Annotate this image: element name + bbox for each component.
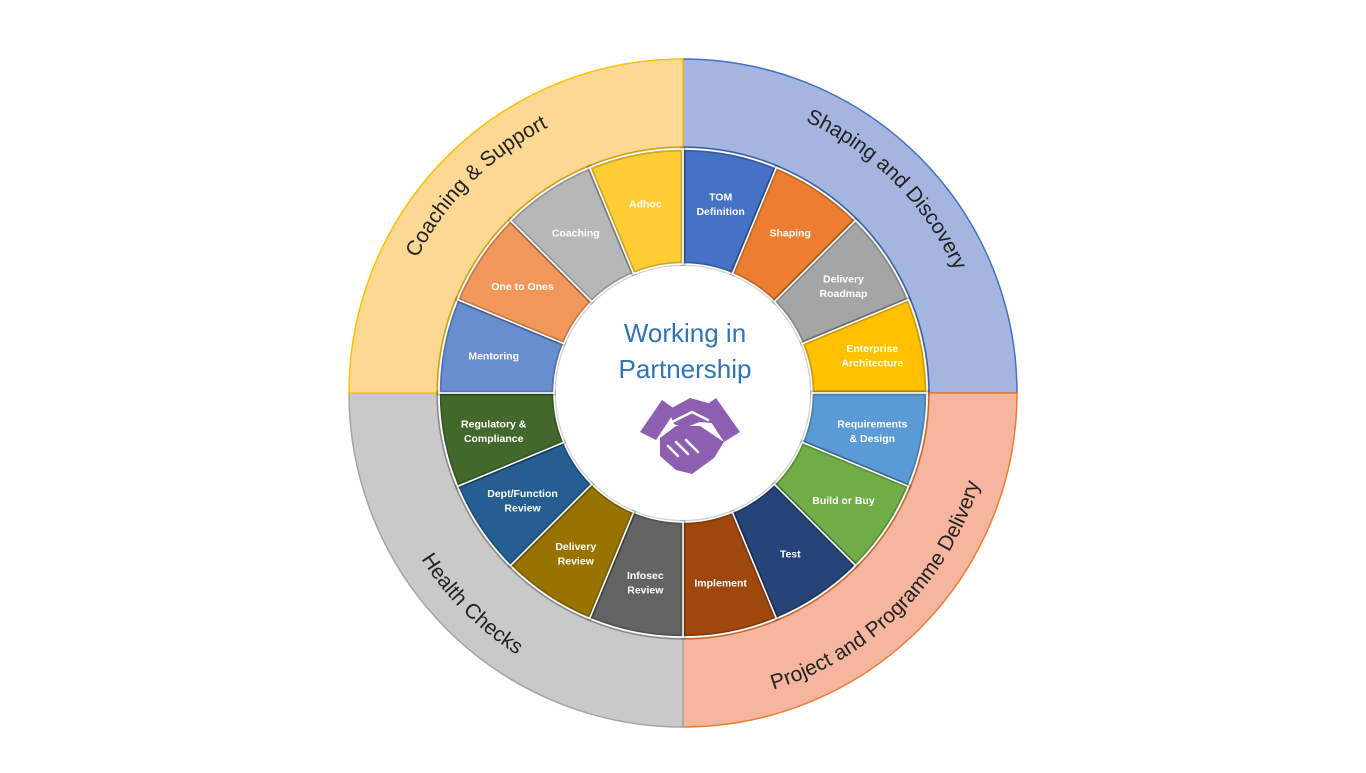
center-title-line-2: Partnership <box>619 354 752 384</box>
segment-label-one-to-ones: One to Ones <box>491 281 554 293</box>
segment-label-build-or-buy: Build or Buy <box>812 495 875 507</box>
segment-label-coaching: Coaching <box>552 228 600 240</box>
quadrant-project-and-programme-delivery <box>682 392 1018 728</box>
segment-label-test: Test <box>780 548 801 560</box>
quadrant-health-checks <box>348 392 684 728</box>
segment-label-mentoring: Mentoring <box>468 350 519 362</box>
segment-label-requirements-design: Requirements& Design <box>837 418 907 445</box>
segment-label-shaping: Shaping <box>770 228 811 240</box>
segment-adhoc: Adhoc <box>586 146 686 278</box>
segment-label-implement: Implement <box>694 577 747 589</box>
quadrant-coaching-support <box>348 58 684 394</box>
segment-label-regulatory-compliance: Regulatory &Compliance <box>461 418 527 445</box>
center-title-line-1: Working in <box>624 318 746 348</box>
quadrant-shaping-and-discovery <box>682 58 1018 394</box>
center-circle <box>556 266 810 520</box>
segment-label-adhoc: Adhoc <box>629 199 662 211</box>
segment-regulatory-compliance: Regulatory &Compliance <box>436 390 568 490</box>
segment-requirements-design: Requirements& Design <box>798 390 930 490</box>
handshake-icon <box>640 398 740 474</box>
